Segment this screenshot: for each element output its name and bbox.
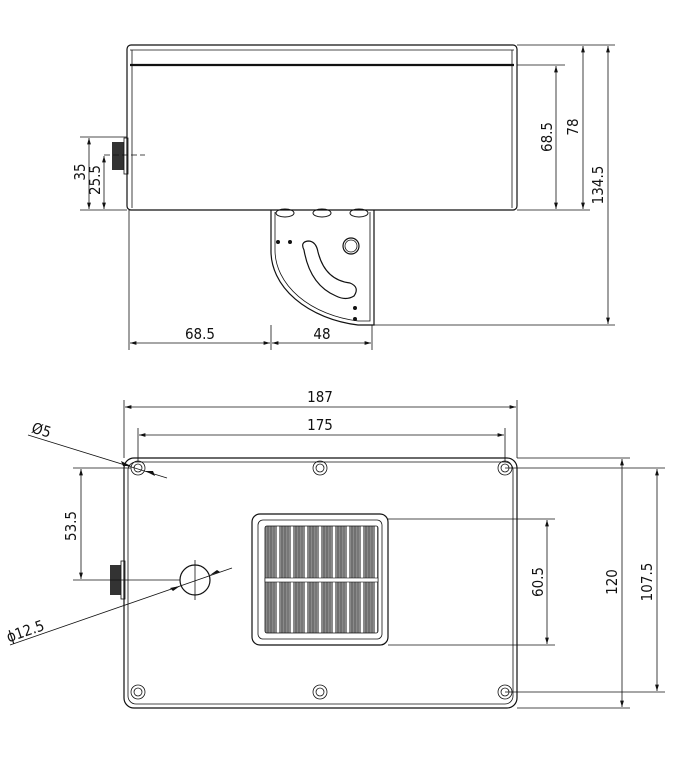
extension-lines: [80, 44, 615, 350]
extension-lines-bottom: [73, 400, 665, 709]
dim-overall-height: 134.5: [589, 166, 607, 205]
dim-hole-spacing-y: 107.5: [638, 563, 656, 602]
dim-body-height: 68.5: [538, 122, 556, 152]
dim-height-overall: 120: [603, 569, 621, 595]
leader-cable-hole: [9, 567, 233, 646]
dim-bracket-width: 48: [313, 325, 330, 343]
dim-width-overall: 187: [307, 388, 333, 406]
cable-connector: [104, 137, 145, 175]
enclosure-body: [126, 44, 518, 211]
dim-total-body-height: 78: [564, 118, 582, 135]
mounting-bracket: [270, 208, 375, 326]
dim-cable-hole-dia: ϕ12.5: [4, 616, 47, 646]
cable-hole: [179, 560, 211, 600]
dim-connector-lower: 25.5: [86, 165, 104, 195]
base-plate: [123, 457, 518, 709]
dim-panel-height: 60.5: [529, 567, 547, 597]
leader-mount-hole: [27, 434, 168, 479]
dim-hole-spacing-x: 175: [307, 416, 333, 434]
dim-bracket-offset: 68.5: [185, 325, 215, 343]
solar-panel: [251, 513, 389, 646]
dim-mount-hole-dia: Ø5: [30, 419, 54, 442]
side-view: 68.5 78 134.5 35 25.5 68.5 48: [71, 44, 615, 350]
bottom-view: 187 175 Ø5 53.5 ϕ12.5 60.5 120 107.5: [4, 388, 665, 709]
dim-connector-upper: 35: [71, 163, 89, 180]
dim-connector-offset: 53.5: [62, 511, 80, 541]
